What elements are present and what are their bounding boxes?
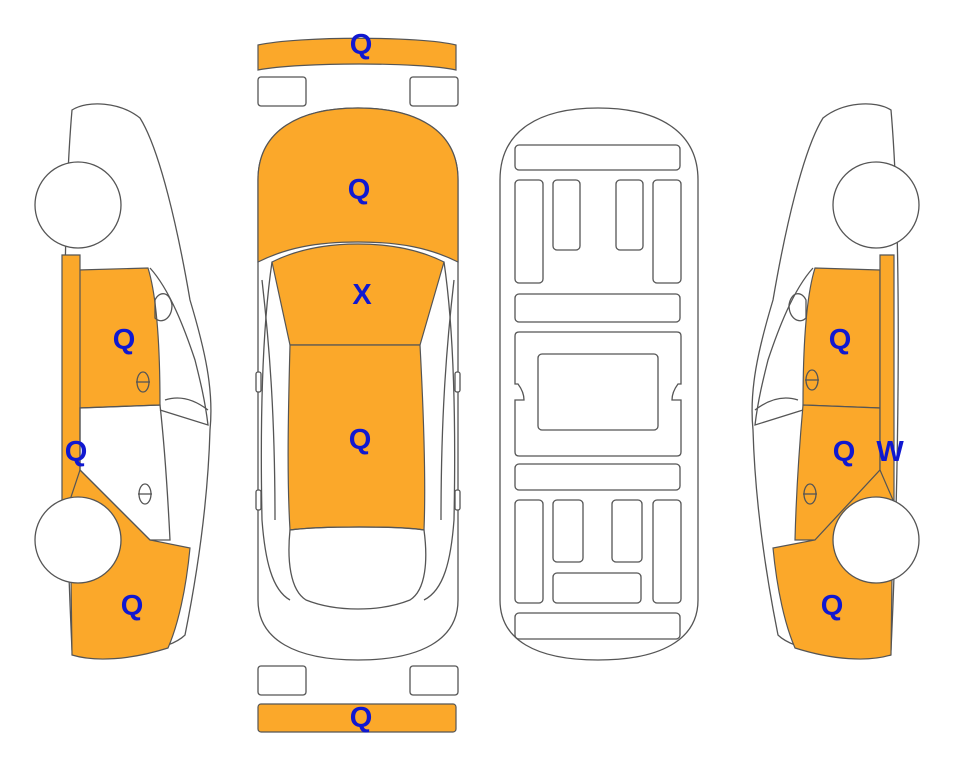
top-left-mirror xyxy=(255,371,262,393)
windshield-panel[interactable] xyxy=(271,243,445,346)
underbody-part xyxy=(514,331,682,457)
left-front-door-label: Q xyxy=(113,324,136,356)
underbody-part xyxy=(552,572,642,604)
top-left-mirror-rear xyxy=(255,489,262,511)
underbody-part xyxy=(514,463,681,491)
underbody-outline xyxy=(499,107,699,661)
rear-bumper-label: Q xyxy=(350,702,373,734)
left-taillight xyxy=(257,665,307,696)
right-front-wheel xyxy=(832,161,920,249)
right-rear-door-handle xyxy=(803,483,817,505)
hood-label: Q xyxy=(348,174,371,206)
right-rear-wheel xyxy=(832,496,920,584)
top-right-side-line-2 xyxy=(440,279,455,521)
right-window-line-2 xyxy=(754,397,799,411)
left-mirror xyxy=(154,293,173,322)
right-rear-door-label: Q xyxy=(833,436,856,468)
underbody-view xyxy=(499,107,699,661)
left-rear-door xyxy=(79,404,171,541)
right-rear-quarter-label: Q xyxy=(821,590,844,622)
front-bumper-label: Q xyxy=(350,29,373,61)
underbody-part xyxy=(514,179,544,284)
left-rear-wheel xyxy=(34,496,122,584)
front-bumper-panel[interactable] xyxy=(257,37,457,71)
hood-panel[interactable] xyxy=(257,107,459,263)
top-left-side-line-2 xyxy=(261,279,276,521)
right-taillight xyxy=(409,665,459,696)
left-headlight xyxy=(257,76,307,107)
underbody-part xyxy=(615,179,644,251)
right-headlight xyxy=(409,76,459,107)
windshield-label: X xyxy=(352,279,372,311)
underbody-part xyxy=(652,179,682,284)
right-mirror xyxy=(788,293,807,322)
underbody-part xyxy=(537,353,659,431)
left-rocker-label: Q xyxy=(65,436,88,468)
underbody-part xyxy=(514,144,681,171)
underbody-part xyxy=(552,179,581,251)
left-rear-quarter-label: Q xyxy=(121,590,144,622)
underbody-part xyxy=(652,499,682,604)
top-right-mirror-rear xyxy=(454,489,461,511)
underbody-part xyxy=(611,499,643,563)
right-front-door-handle xyxy=(805,369,819,391)
left-front-door-handle xyxy=(136,371,150,393)
top-right-mirror xyxy=(454,371,461,393)
rear-bumper-panel[interactable] xyxy=(257,703,457,733)
right-front-door-label: Q xyxy=(829,324,852,356)
underbody-part xyxy=(514,612,681,640)
roof-label: Q xyxy=(349,424,372,456)
left-side-view: Q Q Q xyxy=(34,103,212,660)
left-front-wheel xyxy=(34,161,122,249)
underbody-part xyxy=(514,293,681,323)
right-side-view: Q Q W Q xyxy=(751,103,920,660)
underbody-part xyxy=(514,499,544,604)
right-rocker-panel[interactable] xyxy=(879,254,895,501)
left-rear-door-handle xyxy=(138,483,152,505)
rear-window xyxy=(288,526,427,610)
top-view: Q Q X Q Q xyxy=(255,29,461,734)
left-window-line-2 xyxy=(164,397,209,411)
underbody-part xyxy=(552,499,584,563)
right-rocker-label: W xyxy=(876,436,904,468)
